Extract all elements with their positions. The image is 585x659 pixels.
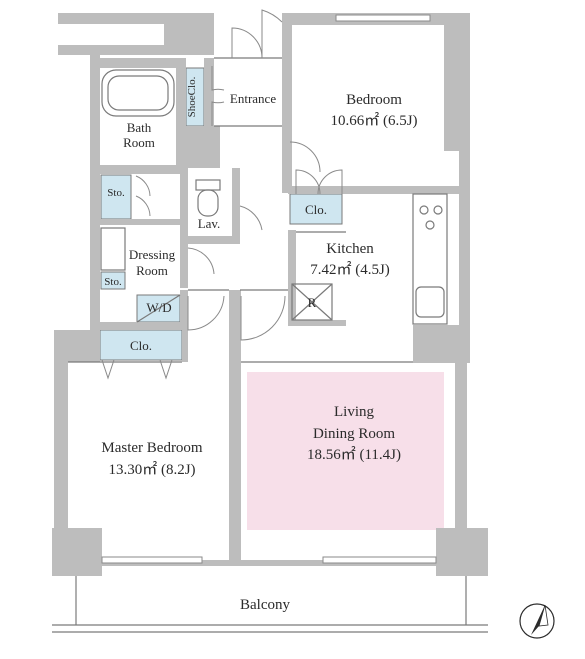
windows bbox=[101, 14, 437, 564]
interior-lines bbox=[52, 57, 488, 633]
bathtub-icon bbox=[101, 69, 175, 117]
storage-upper-label: Sto. bbox=[107, 187, 125, 199]
walk-in-label: W/D bbox=[146, 300, 171, 315]
shoe-closet-label: ShoeClo. bbox=[186, 76, 198, 117]
dressing-label-1: Dressing bbox=[129, 247, 176, 262]
doors bbox=[101, 9, 343, 380]
bedroom-closet-label: Clo. bbox=[305, 202, 327, 217]
bedroom-closet-box bbox=[289, 193, 343, 225]
master-bedroom-label: Master Bedroom bbox=[101, 440, 203, 456]
living-area: 18.56㎡ (11.4J) bbox=[307, 446, 401, 463]
lavatory-label: Lav. bbox=[198, 216, 221, 231]
sink-icon bbox=[415, 286, 445, 318]
dressing-shelf bbox=[100, 227, 126, 271]
stove-icon bbox=[419, 205, 443, 230]
walk-in-hatch bbox=[136, 294, 181, 323]
storage-upper-box bbox=[100, 174, 132, 220]
bath-label-2: Room bbox=[123, 135, 155, 150]
living-label-2: Dining Room bbox=[313, 426, 395, 442]
dressing-label-2: Room bbox=[136, 263, 168, 278]
master-closet-label: Clo. bbox=[130, 338, 152, 353]
living-highlight bbox=[247, 372, 444, 530]
storage-lower-label: Sto. bbox=[104, 276, 122, 288]
living-label-1: Living bbox=[334, 404, 374, 420]
bath-label-1: Bath bbox=[127, 120, 152, 135]
kitchen-area: 7.42㎡ (4.5J) bbox=[310, 261, 390, 278]
balcony-label: Balcony bbox=[240, 597, 290, 613]
master-closet-box bbox=[99, 329, 183, 361]
kitchen-label: Kitchen bbox=[326, 241, 374, 257]
refrigerator-box bbox=[291, 283, 333, 321]
north-arrow-icon bbox=[519, 603, 555, 639]
bedroom-label: Bedroom bbox=[346, 92, 402, 108]
bedroom-area: 10.66㎡ (6.5J) bbox=[330, 112, 417, 129]
storage-lower-box bbox=[100, 271, 126, 290]
toilet-icon bbox=[195, 179, 221, 217]
refrigerator-label: R bbox=[308, 295, 317, 310]
entrance-label: Entrance bbox=[230, 91, 276, 106]
master-bedroom-area: 13.30㎡ (8.2J) bbox=[108, 461, 195, 478]
